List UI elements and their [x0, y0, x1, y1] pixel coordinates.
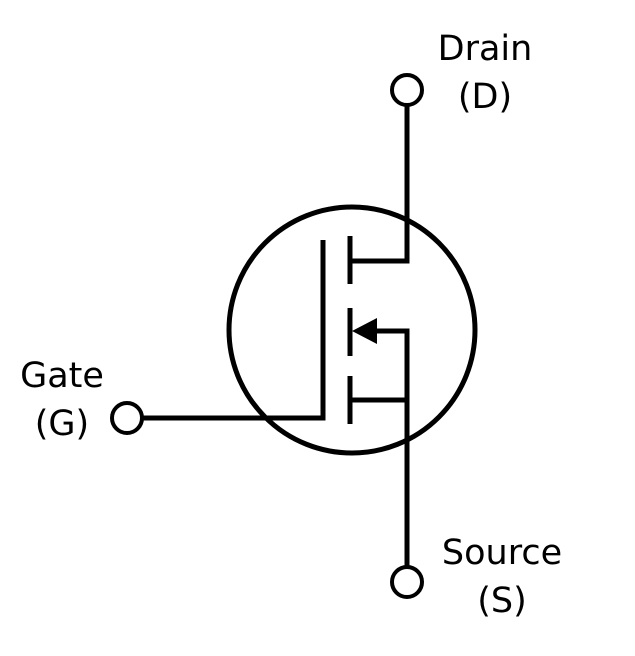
body-lead — [372, 328, 410, 400]
source-symbol: (S) — [477, 581, 527, 621]
drain-terminal — [390, 73, 424, 107]
source-lead — [350, 397, 410, 566]
drain-symbol: (D) — [458, 77, 512, 117]
gate-terminal — [110, 401, 144, 435]
drain-lead — [350, 105, 410, 264]
transistor-body-circle — [226, 204, 478, 456]
source-terminal — [390, 565, 424, 599]
gate-label: Gate — [20, 356, 104, 396]
body-arrow-icon — [352, 318, 377, 344]
source-label: Source — [442, 533, 562, 573]
gate-symbol: (G) — [35, 404, 89, 444]
drain-label: Drain — [438, 29, 533, 69]
gate-lead — [143, 240, 326, 421]
